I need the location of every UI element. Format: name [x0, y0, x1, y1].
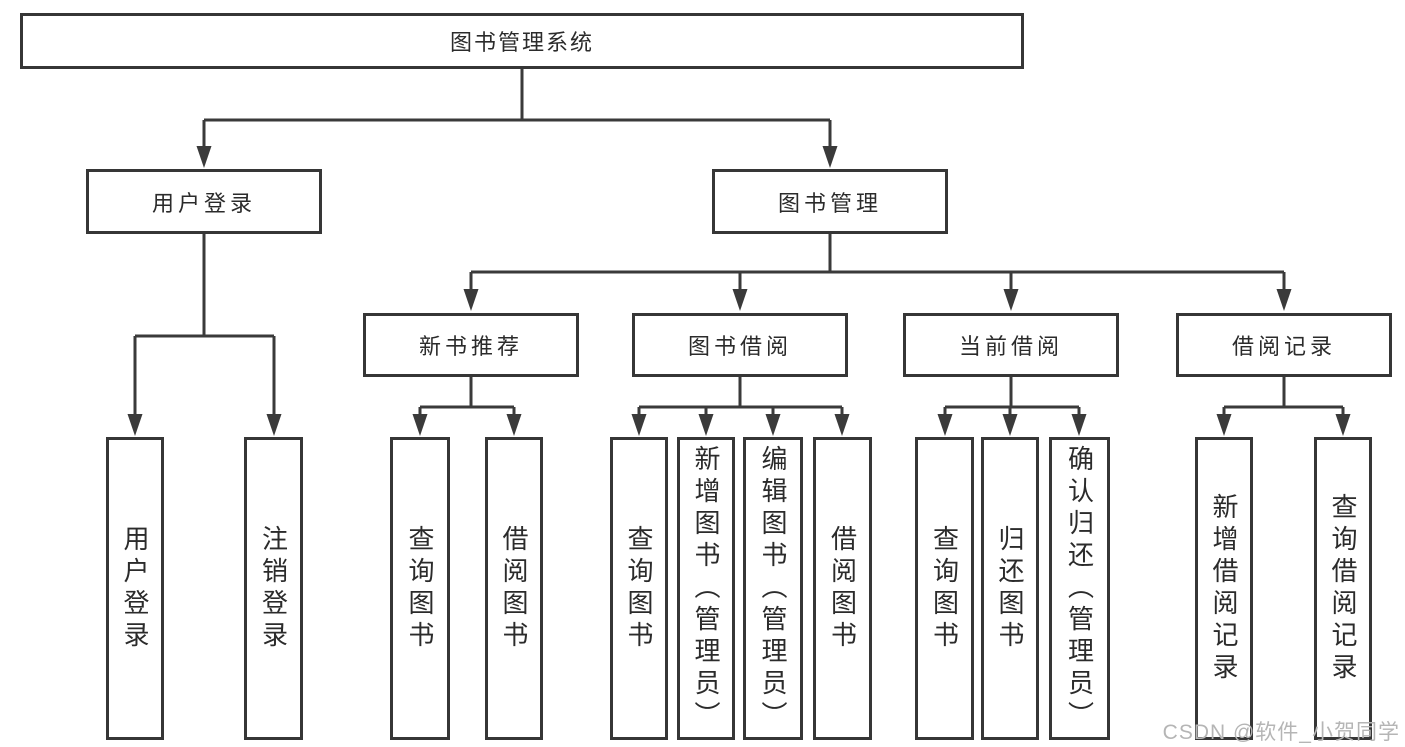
leaf-user-login: 用户登录 — [106, 437, 164, 740]
node-label: 注销登录 — [258, 524, 289, 653]
node-label: 图书借阅 — [687, 334, 792, 359]
arrow-down-icon — [1276, 289, 1292, 311]
node-label: 图书管理系统 — [449, 30, 594, 55]
node-label: 查询借阅记录 — [1328, 492, 1358, 685]
node-user-login: 用户登录 — [86, 169, 322, 234]
arrow-down-icon — [463, 289, 479, 311]
arrow-down-icon — [1002, 414, 1018, 436]
node-label: 查询图书 — [929, 524, 960, 653]
edge-current-borrow-children — [937, 377, 1087, 436]
leaf-add-book-admin: 新增图书（管理员） — [677, 437, 735, 740]
leaf-query-borrow-record: 查询借阅记录 — [1314, 437, 1372, 740]
node-label: 编辑图书（管理员） — [758, 444, 788, 733]
arrow-down-icon — [412, 414, 428, 436]
node-label: 借阅图书 — [499, 524, 529, 653]
arrow-down-icon — [196, 146, 212, 168]
arrow-down-icon — [127, 414, 143, 436]
node-label: 用户登录 — [151, 190, 256, 216]
edge-new-book-recommend-children — [412, 377, 522, 436]
arrow-down-icon — [834, 414, 850, 436]
arrow-down-icon — [1216, 414, 1232, 436]
edge-borrow-records-children — [1216, 377, 1351, 436]
arrow-down-icon — [765, 414, 781, 436]
arrow-down-icon — [1335, 414, 1351, 436]
node-label: 新增借阅记录 — [1209, 492, 1239, 685]
node-borrow-records: 借阅记录 — [1176, 313, 1392, 377]
leaf-query-books-borrow: 查询图书 — [610, 437, 668, 740]
node-label: 归还图书 — [995, 524, 1025, 653]
csdn-watermark: CSDN @软件_小贺同学 — [1162, 721, 1400, 744]
arrow-down-icon — [266, 414, 282, 436]
node-label: 查询图书 — [624, 524, 654, 653]
node-label: 用户登录 — [120, 524, 150, 653]
node-label: 图书管理 — [777, 190, 882, 216]
node-book-management: 图书管理 — [712, 169, 948, 234]
node-label: 当前借阅 — [958, 334, 1063, 359]
node-new-book-recommend: 新书推荐 — [363, 313, 579, 377]
arrow-down-icon — [506, 414, 522, 436]
node-library-system: 图书管理系统 — [20, 13, 1024, 69]
node-label: 借阅记录 — [1231, 334, 1336, 359]
node-book-borrow: 图书借阅 — [632, 313, 848, 377]
leaf-logout: 注销登录 — [244, 437, 303, 740]
arrow-down-icon — [1071, 414, 1087, 436]
leaf-query-books-current: 查询图书 — [915, 437, 974, 740]
leaf-add-borrow-record: 新增借阅记录 — [1195, 437, 1253, 740]
arrow-down-icon — [1003, 289, 1019, 311]
node-current-borrow: 当前借阅 — [903, 313, 1119, 377]
leaf-query-books-recommend: 查询图书 — [390, 437, 450, 740]
arrow-down-icon — [698, 414, 714, 436]
node-label: 新增图书（管理员） — [691, 444, 721, 733]
edge-root-to-level2 — [196, 69, 838, 168]
arrow-down-icon — [631, 414, 647, 436]
leaf-return-book: 归还图书 — [981, 437, 1039, 740]
leaf-borrow-books: 借阅图书 — [813, 437, 872, 740]
arrow-down-icon — [937, 414, 953, 436]
edge-user-login-children — [127, 234, 282, 436]
arrow-down-icon — [822, 146, 838, 168]
node-label: 新书推荐 — [418, 334, 523, 359]
leaf-confirm-return-admin: 确认归还（管理员） — [1049, 437, 1110, 740]
node-label: 查询图书 — [405, 524, 435, 653]
edge-book-management-children — [463, 234, 1292, 311]
edge-book-borrow-children — [631, 377, 850, 436]
arrow-down-icon — [732, 289, 748, 311]
node-label: 确认归还（管理员） — [1064, 444, 1095, 733]
node-label: 借阅图书 — [827, 524, 858, 653]
leaf-borrow-books-recommend: 借阅图书 — [485, 437, 543, 740]
leaf-edit-book-admin: 编辑图书（管理员） — [743, 437, 803, 740]
